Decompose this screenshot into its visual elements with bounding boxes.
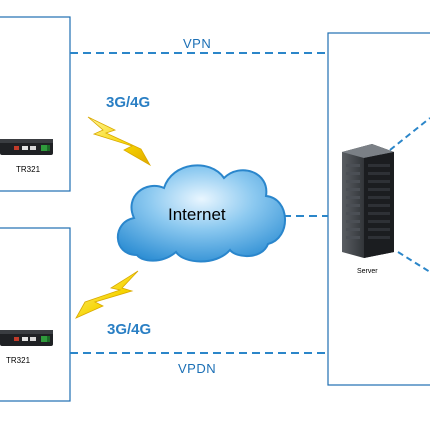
internet-label: Internet bbox=[168, 205, 226, 224]
device-bottom-label: TR321 bbox=[6, 356, 31, 365]
site-box-bottom bbox=[0, 227, 71, 402]
data-center-box bbox=[327, 32, 430, 386]
server-link-down bbox=[397, 251, 430, 273]
wireless-bolt-top-icon bbox=[87, 116, 152, 167]
server-rack-icon bbox=[342, 144, 394, 258]
network-type-top-label: 3G/4G bbox=[106, 94, 151, 111]
router-device-bottom-icon bbox=[0, 330, 53, 346]
vpn-link-label: VPN bbox=[183, 36, 212, 51]
network-type-bottom-label: 3G/4G bbox=[107, 321, 152, 338]
internet-cloud-icon bbox=[116, 164, 286, 263]
router-device-top-icon bbox=[0, 139, 53, 155]
vpdn-link-label: VPDN bbox=[178, 361, 217, 376]
server-link-up bbox=[389, 117, 430, 151]
device-top-label: TR321 bbox=[16, 165, 41, 174]
server-label: Server bbox=[357, 268, 378, 275]
site-box-top bbox=[0, 16, 71, 192]
wireless-bolt-bottom-icon bbox=[75, 270, 139, 319]
